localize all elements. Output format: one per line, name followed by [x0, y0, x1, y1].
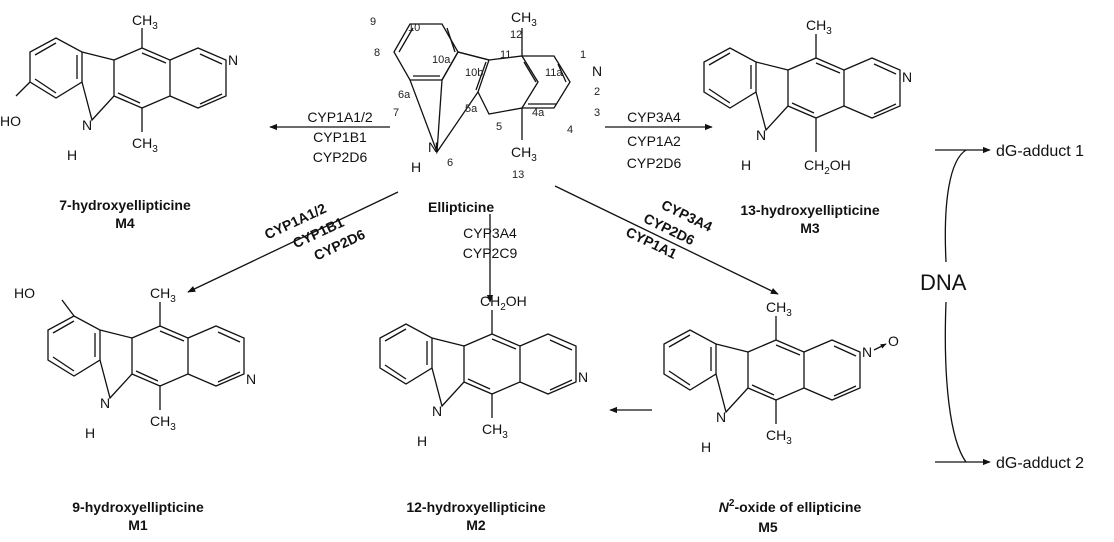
locant-4: 4	[567, 124, 573, 136]
locant-6: 6	[447, 157, 453, 169]
enzyme-label: CYP1A2	[627, 133, 681, 149]
m1-name: 9-hydroxyellipticine	[72, 499, 204, 515]
m5-ring-n: N	[862, 344, 872, 360]
enzyme-label: CYP3A4	[463, 225, 517, 241]
m2-methyl-13: CH3	[482, 421, 508, 441]
ellipticine-structure: N H N CH3 CH3 1 2 3 4 4a 5 5a 6 6a 7 8 9…	[370, 9, 602, 215]
m4-structure: HO N H N CH3 CH3	[0, 12, 238, 163]
locant-8: 8	[374, 47, 380, 59]
locant-5a: 5a	[465, 103, 478, 115]
locant-13: 13	[512, 169, 524, 181]
m1-ring-n: N	[246, 371, 256, 387]
locant-10: 10	[408, 22, 420, 34]
m3-methyl-12: CH3	[806, 17, 832, 37]
enzymes-to-m2: CYP3A4 CYP2C9	[463, 225, 518, 261]
locant-9: 9	[370, 16, 376, 28]
enzymes-to-m5: CYP3A4 CYP2D6 CYP1A1	[623, 196, 715, 262]
m2-hydroxymethyl: CH2OH	[480, 293, 527, 313]
enzymes-to-m3: CYP3A4 CYP1A2 CYP2D6	[627, 109, 682, 171]
enzymes-to-m1: CYP1A1/2 CYP1B1 CYP2D6	[262, 200, 368, 264]
ellipticine-label: Ellipticine	[428, 199, 494, 215]
enzyme-label: CYP2C9	[463, 245, 518, 261]
methyl-13: CH3	[511, 144, 537, 164]
m3-nh-n: N	[756, 127, 766, 143]
locant-4a: 4a	[532, 107, 545, 119]
m3-hydroxymethyl: CH2OH	[804, 157, 851, 177]
locant-12: 12	[510, 29, 522, 41]
locant-3: 3	[594, 107, 600, 119]
m1-methyl-13: CH3	[150, 413, 176, 433]
locant-10a: 10a	[432, 54, 451, 66]
m5-nh-h: H	[701, 439, 711, 455]
m3-name: 13-hydroxyellipticine	[740, 202, 879, 218]
enzyme-label: CYP2D6	[627, 155, 682, 171]
locant-6a: 6a	[398, 89, 411, 101]
m2-nh-n: N	[432, 403, 442, 419]
locant-2: 2	[594, 86, 600, 98]
m5-nh-n: N	[716, 409, 726, 425]
m3-ring-n: N	[902, 69, 912, 85]
m5-code: M5	[758, 519, 778, 535]
m5-structure: N H N O CH3 CH3	[663, 299, 899, 455]
m3-structure: N H N CH3 CH2OH	[703, 17, 912, 177]
enzyme-label: CYP2D6	[313, 149, 368, 165]
m4-methyl-13: CH3	[132, 135, 158, 155]
dna-curve-bottom	[944, 301, 967, 463]
locant-5: 5	[496, 121, 502, 133]
methyl-12: CH3	[511, 9, 537, 29]
m5-methyl-12: CH3	[766, 299, 792, 319]
atom-n2: N	[592, 63, 602, 79]
m1-nh-h: H	[85, 425, 95, 441]
m3-code: M3	[800, 220, 820, 236]
dna-curve-top	[944, 149, 967, 263]
locant-11a: 11a	[545, 67, 563, 79]
m4-hydroxyl: HO	[0, 113, 21, 129]
enzymes-to-m4: CYP1A1/2 CYP1B1 CYP2D6	[307, 109, 373, 165]
m4-code: M4	[115, 215, 135, 231]
adduct-1-label: dG-adduct 1	[996, 143, 1084, 160]
dna-label: DNA	[920, 270, 967, 295]
m5-oxide-o: O	[888, 333, 899, 349]
m1-hydroxyl: HO	[14, 285, 35, 301]
m1-structure: HO N H N CH3 CH3	[14, 285, 256, 441]
locant-11: 11	[500, 49, 511, 61]
m5-methyl-13: CH3	[766, 427, 792, 447]
m1-code: M1	[128, 517, 148, 533]
m3-nh-h: H	[741, 157, 751, 173]
locant-1: 1	[580, 49, 586, 61]
enzyme-label: CYP3A4	[627, 109, 681, 125]
m2-nh-h: H	[417, 433, 427, 449]
adduct-2-label: dG-adduct 2	[996, 455, 1084, 472]
m1-nh-n: N	[100, 395, 110, 411]
arrow-to-m5	[554, 185, 779, 295]
m2-structure: N H N CH2OH CH3	[379, 293, 588, 449]
m4-nh-h: H	[67, 147, 77, 163]
m2-ring-n: N	[578, 369, 588, 385]
m5-name: N2-oxide of ellipticine	[719, 498, 862, 515]
atom-h6: H	[411, 159, 421, 175]
m4-name: 7-hydroxyellipticine	[59, 197, 191, 213]
m4-nh-n: N	[82, 117, 92, 133]
enzyme-label: CYP1B1	[313, 129, 367, 145]
enzyme-label: CYP1A1/2	[307, 109, 373, 125]
m4-methyl-12: CH3	[132, 12, 158, 32]
locant-10b: 10b	[465, 67, 483, 79]
reaction-arrows	[187, 123, 991, 466]
atom-n6: N	[428, 139, 438, 155]
arrow-to-m1	[187, 191, 399, 293]
locant-7: 7	[393, 107, 399, 119]
m4-ring-n: N	[228, 52, 238, 68]
m2-code: M2	[466, 517, 486, 533]
m1-methyl-12: CH3	[150, 285, 176, 305]
m2-name: 12-hydroxyellipticine	[406, 499, 545, 515]
